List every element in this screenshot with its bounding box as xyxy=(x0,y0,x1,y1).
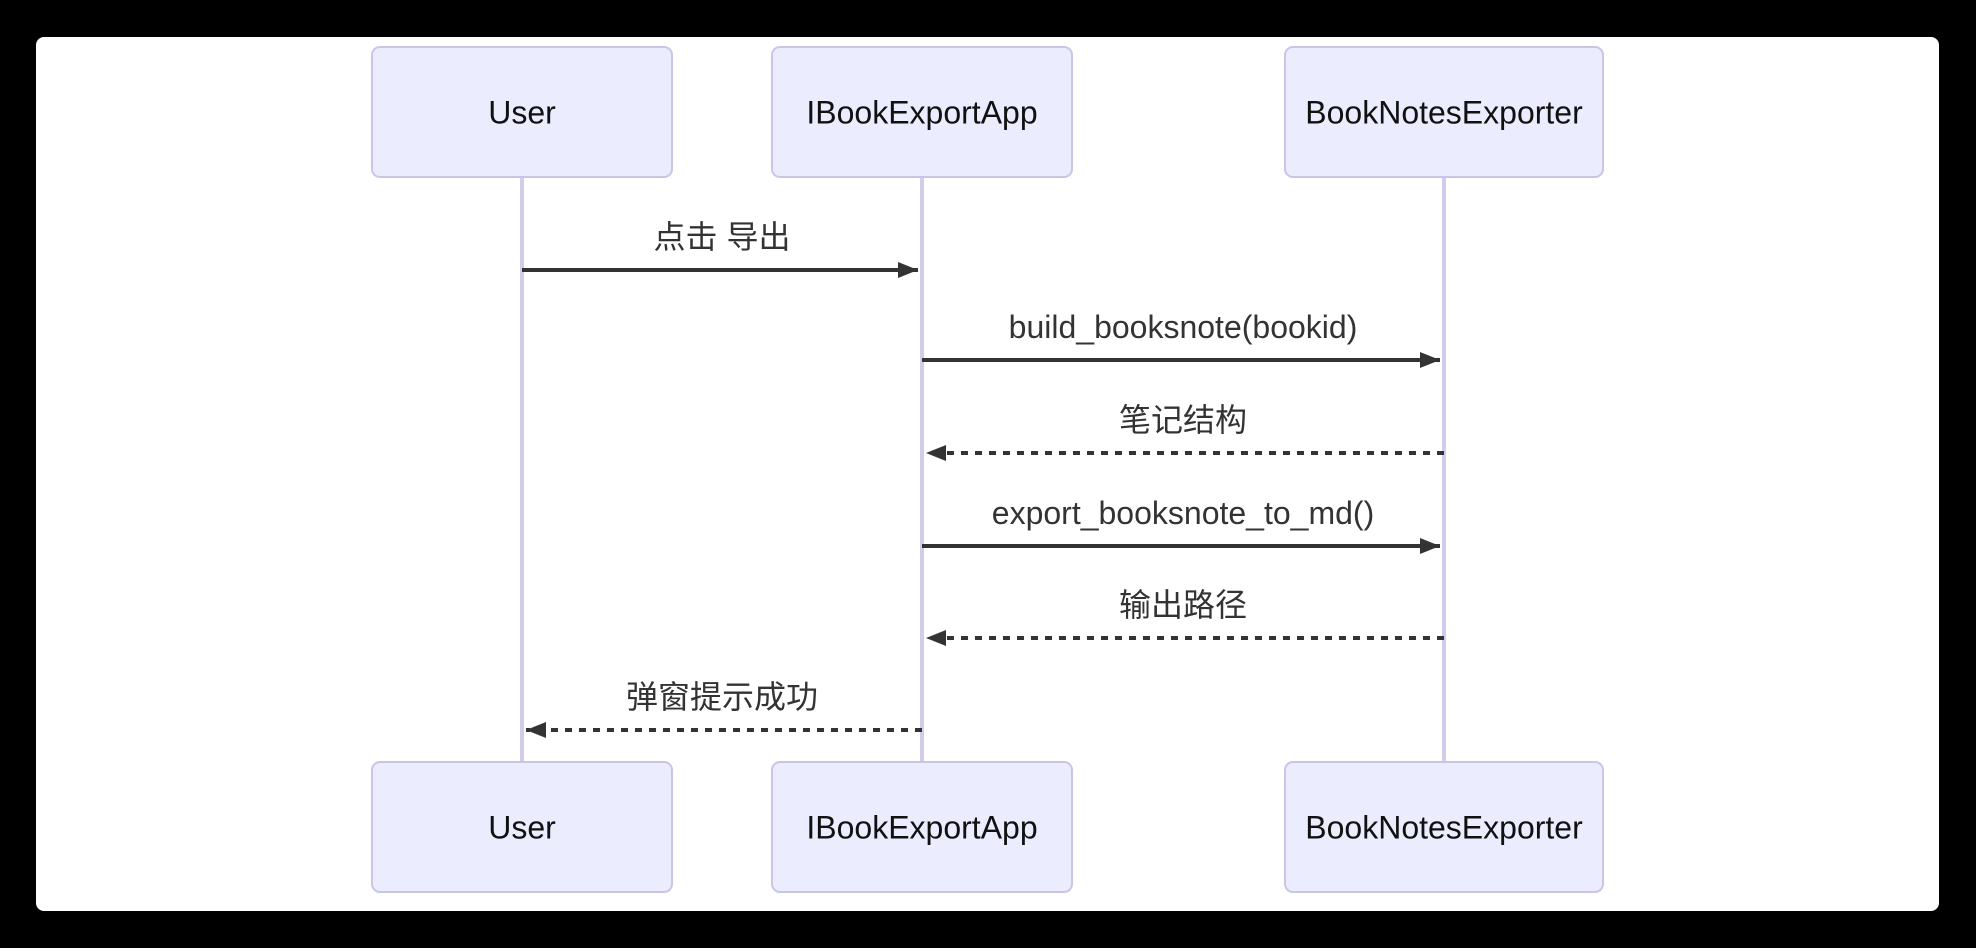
message-label-6: 弹窗提示成功 xyxy=(626,679,818,715)
actor-box-user-bottom xyxy=(371,761,673,893)
actor-label-app-top: IBookExportApp xyxy=(806,95,1037,131)
actor-label-app-bottom: IBookExportApp xyxy=(806,810,1037,846)
message-label-1: 点击 导出 xyxy=(654,219,791,255)
message-label-3: 笔记结构 xyxy=(1119,402,1247,438)
actor-box-app-bottom xyxy=(771,761,1073,893)
actor-label-exporter-bottom: BookNotesExporter xyxy=(1305,810,1583,846)
message-label-2: build_booksnote(bookid) xyxy=(1009,309,1358,345)
actor-box-exporter-top xyxy=(1284,46,1604,178)
sequence-diagram: UserUserIBookExportAppIBookExportAppBook… xyxy=(371,46,1604,893)
actor-label-user-top: User xyxy=(488,95,556,131)
message-label-4: export_booksnote_to_md() xyxy=(992,495,1374,531)
message-label-5: 输出路径 xyxy=(1119,587,1247,623)
actor-label-exporter-top: BookNotesExporter xyxy=(1305,95,1583,131)
actor-box-exporter-bottom xyxy=(1284,761,1604,893)
actor-label-user-bottom: User xyxy=(488,810,556,846)
actor-box-user-top xyxy=(371,46,673,178)
actor-box-app-top xyxy=(771,46,1073,178)
